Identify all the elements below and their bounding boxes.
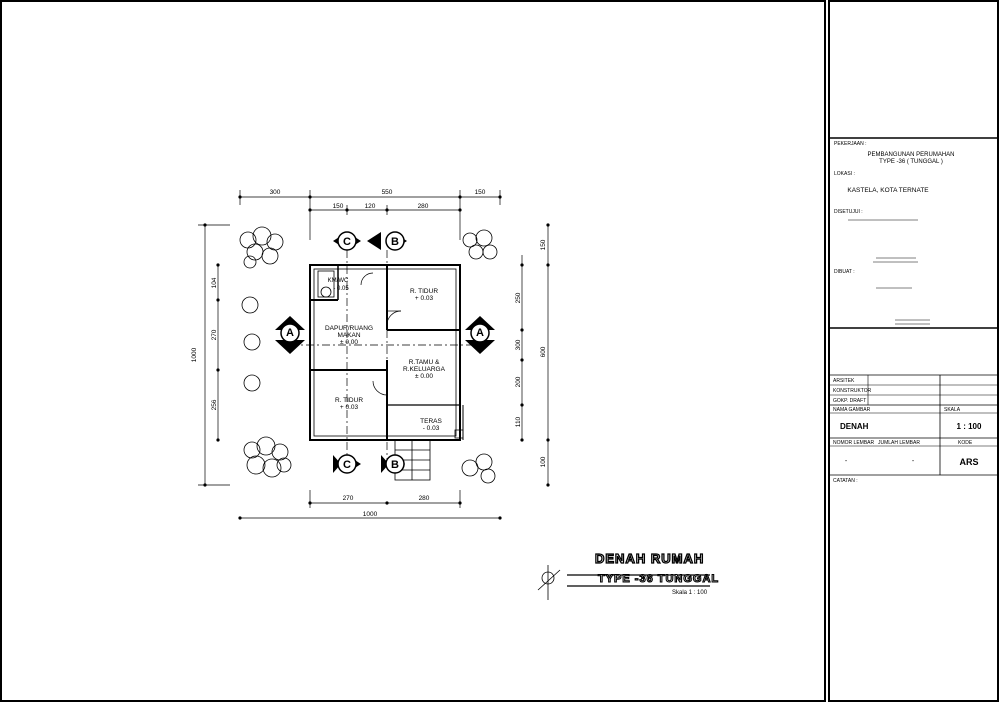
title-block-frame bbox=[828, 0, 999, 702]
dim-right-total: 600 bbox=[540, 346, 547, 357]
tree-icon bbox=[461, 453, 496, 484]
drawing-title-line1: DENAH RUMAH bbox=[595, 551, 704, 566]
tb-dibuat-label: DIBUAT : bbox=[834, 269, 855, 275]
tb-jumlah-lembar-label: JUMLAH LEMBAR bbox=[878, 440, 920, 446]
room-tidur1-name: R. TIDUR bbox=[410, 288, 438, 295]
section-label-b-top: B bbox=[391, 236, 399, 248]
tb-catatan-label: CATATAN : bbox=[833, 478, 858, 484]
tb-nomor-lembar-label: NOMOR LEMBAR bbox=[833, 440, 875, 446]
room-dapur-level: ± 0.00 bbox=[340, 339, 358, 346]
section-label-b-bottom: B bbox=[391, 459, 399, 471]
drawing-title: DENAH RUMAH TYPE -36 TUNGGAL Skala 1 : 1… bbox=[537, 550, 719, 600]
dim-bottom-1: 270 bbox=[343, 495, 354, 502]
title-block bbox=[829, 137, 998, 476]
tb-nama-gambar-value: DENAH bbox=[840, 422, 869, 431]
dim-left-3: 256 bbox=[211, 399, 218, 410]
section-marker-c-bottom bbox=[333, 454, 361, 474]
room-dapur-line2: MAKAN bbox=[337, 332, 360, 339]
tb-drafter-label: GOKP. DRAFT bbox=[833, 398, 866, 404]
room-dapur-line1: DAPUR/RUANG bbox=[325, 325, 373, 332]
tree-icon bbox=[243, 436, 292, 478]
tb-disetujui-label: DISETUJUI : bbox=[834, 209, 863, 215]
dim-right-4: 200 bbox=[515, 376, 522, 387]
compass-icon bbox=[537, 565, 561, 600]
dim-top-inner-3: 280 bbox=[418, 203, 429, 210]
dim-left-total: 1000 bbox=[191, 347, 198, 362]
tb-kode-value: ARS bbox=[959, 457, 978, 467]
dim-bottom-2: 280 bbox=[419, 495, 430, 502]
dim-top-outer-3: 150 bbox=[475, 189, 486, 196]
tb-skala-value: 1 : 100 bbox=[957, 422, 982, 431]
dim-left-2: 270 bbox=[211, 329, 218, 340]
dim-bottom-total: 1000 bbox=[363, 511, 378, 518]
tree-icon bbox=[239, 226, 284, 269]
toilet-icon bbox=[317, 270, 335, 298]
section-lines bbox=[290, 250, 480, 462]
dim-top-outer-1: 300 bbox=[270, 189, 281, 196]
tree-icon bbox=[462, 229, 498, 260]
section-label-c-bottom: C bbox=[343, 459, 351, 471]
tb-nomor-lembar-value: - bbox=[845, 458, 848, 465]
section-marker-b-bottom bbox=[381, 454, 405, 474]
room-tidur2-level: + 0.03 bbox=[340, 404, 359, 411]
dim-right-5: 110 bbox=[515, 416, 522, 427]
room-tamu-line1: R.TAMU & bbox=[409, 359, 440, 366]
tb-lokasi-value: KASTELA, KOTA TERNATE bbox=[847, 187, 929, 194]
tb-nama-gambar-label: NAMA GAMBAR bbox=[833, 407, 871, 413]
drawing-title-line2: TYPE -36 TUNGGAL bbox=[598, 573, 719, 585]
room-kmwc-name: KM/WC bbox=[328, 278, 349, 284]
tb-kode-label: KODE bbox=[958, 440, 973, 446]
tb-jumlah-lembar-value: - bbox=[912, 458, 915, 465]
dim-right-2: 250 bbox=[515, 292, 522, 303]
drawing-scale: Skala 1 : 100 bbox=[672, 590, 708, 596]
room-teras-name: TERAS bbox=[420, 418, 442, 425]
dim-right-6: 100 bbox=[540, 456, 547, 467]
room-tidur2-name: R. TIDUR bbox=[335, 397, 363, 404]
section-marker-a-left bbox=[275, 316, 305, 354]
walls bbox=[309, 264, 464, 441]
tb-lokasi-label: LOKASI : bbox=[834, 171, 855, 177]
tree-icon bbox=[241, 296, 261, 392]
room-teras-level: - 0.03 bbox=[423, 425, 440, 432]
tb-arsitek-label: ARSITEK bbox=[833, 378, 855, 384]
section-marker-c-top bbox=[333, 231, 361, 251]
dim-left-1: 104 bbox=[211, 277, 218, 288]
tb-pekerjaan-label: PEKERJAAN : bbox=[834, 141, 867, 147]
section-marker-b-top bbox=[367, 231, 407, 251]
section-label-c-top: C bbox=[343, 236, 351, 248]
room-kmwc-level: - 0.05 bbox=[333, 286, 349, 292]
tb-pekerjaan-line2: TYPE -36 ( TUNGGAL ) bbox=[879, 159, 943, 165]
room-tamu-line2: R.KELUARGA bbox=[403, 366, 446, 373]
dim-right-3: 300 bbox=[515, 339, 522, 350]
room-tamu-level: ± 0.00 bbox=[415, 373, 433, 380]
section-label-a-left: A bbox=[286, 327, 294, 339]
title-block-text: PEKERJAAN : PEMBANGUNAN PERUMAHAN TYPE -… bbox=[833, 141, 982, 484]
drawing-frame bbox=[0, 0, 826, 702]
dim-top-outer-2: 550 bbox=[382, 189, 393, 196]
room-tidur1-level: + 0.03 bbox=[415, 295, 434, 302]
tb-pekerjaan-line1: PEMBANGUNAN PERUMAHAN bbox=[867, 152, 954, 158]
floor-plan bbox=[198, 190, 550, 520]
plan-labels: A A C B C B KM/WC - 0.05 R. TIDUR + 0.03… bbox=[191, 189, 547, 518]
section-marker-a-right bbox=[465, 316, 495, 354]
dim-right-1: 150 bbox=[540, 239, 547, 250]
dim-top-inner-1: 150 bbox=[333, 203, 344, 210]
dimension-ticks bbox=[203, 195, 550, 520]
tb-konstruktor-label: KONSTRUKTOR bbox=[833, 388, 872, 394]
tb-skala-label: SKALA bbox=[944, 407, 961, 413]
column-marker bbox=[454, 429, 464, 439]
section-label-a-right: A bbox=[476, 327, 484, 339]
dimension-lines bbox=[198, 190, 549, 519]
dim-top-inner-2: 120 bbox=[365, 203, 376, 210]
door-swings bbox=[360, 272, 402, 396]
